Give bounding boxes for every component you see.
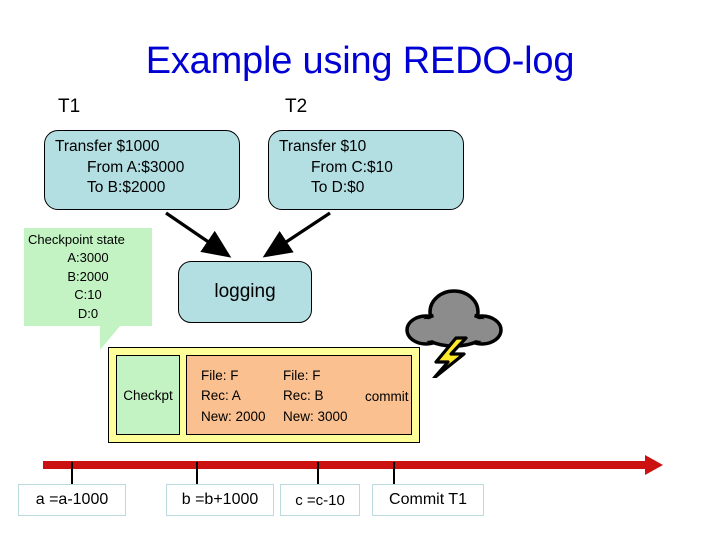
timeline-tick-0 <box>71 462 73 486</box>
timeline-axis <box>43 461 649 469</box>
log-record-b: File: F Rec: B New: 3000 <box>283 366 348 427</box>
timeline-event-3: Commit T1 <box>372 484 484 516</box>
arrow-t2-to-logging <box>262 211 331 258</box>
checkpoint-state-callout-tail <box>100 326 120 350</box>
timeline-tick-3 <box>393 462 395 486</box>
t1-transfer-amount: Transfer $1000 <box>55 138 160 155</box>
t2-target-account: To D:$0 <box>311 179 365 197</box>
log-record-b-file: File: F <box>283 368 321 383</box>
transaction-label-t1: T1 <box>58 96 81 117</box>
page-title: Example using REDO-log <box>145 40 575 82</box>
timeline-event-1: b =b+1000 <box>166 484 274 516</box>
log-record-a-rec: Rec: A <box>201 388 241 404</box>
log-record-a-new: New: 2000 <box>201 408 266 424</box>
t1-target-account: To B:$2000 <box>87 179 166 197</box>
timeline-arrowhead <box>645 455 663 475</box>
checkpoint-state-entry-c: C:10 <box>74 287 102 303</box>
checkpoint-state-header: Checkpoint state <box>28 232 125 247</box>
checkpoint-state-entry-b: B:2000 <box>67 268 109 284</box>
log-checkpoint-cell: Checkpt <box>116 355 180 435</box>
arrow-t1-to-logging <box>165 211 232 258</box>
checkpoint-state-callout: Checkpoint state A:3000 B:2000 C:10 D:0 <box>24 228 152 326</box>
timeline-tick-2 <box>317 462 319 486</box>
checkpoint-state-entry-a: A:3000 <box>67 250 109 266</box>
t1-source-account: From A:$3000 <box>87 158 185 176</box>
log-record-commit: commit <box>365 389 409 404</box>
checkpoint-state-entry-d: D:0 <box>77 305 99 321</box>
timeline-event-0: a =a-1000 <box>18 484 126 516</box>
t2-transfer-amount: Transfer $10 <box>279 138 367 155</box>
timeline-tick-1 <box>196 462 198 486</box>
log-records-cell: File: F Rec: A New: 2000 File: F Rec: B … <box>186 355 412 435</box>
log-record-a-file: File: F <box>201 368 239 383</box>
logging-box: logging <box>178 261 312 323</box>
log-record-b-new: New: 3000 <box>283 408 348 424</box>
transaction-box-t2: Transfer $10 From C:$10 To D:$0 <box>268 130 464 210</box>
timeline-event-2: c =c-10 <box>280 484 360 516</box>
log-record-a: File: F Rec: A New: 2000 <box>201 366 266 427</box>
storm-cloud-icon <box>405 289 503 378</box>
transaction-box-t1: Transfer $1000 From A:$3000 To B:$2000 <box>44 130 240 210</box>
transaction-label-t2: T2 <box>285 96 308 117</box>
t2-source-account: From C:$10 <box>311 158 393 176</box>
log-record-b-rec: Rec: B <box>283 388 324 404</box>
